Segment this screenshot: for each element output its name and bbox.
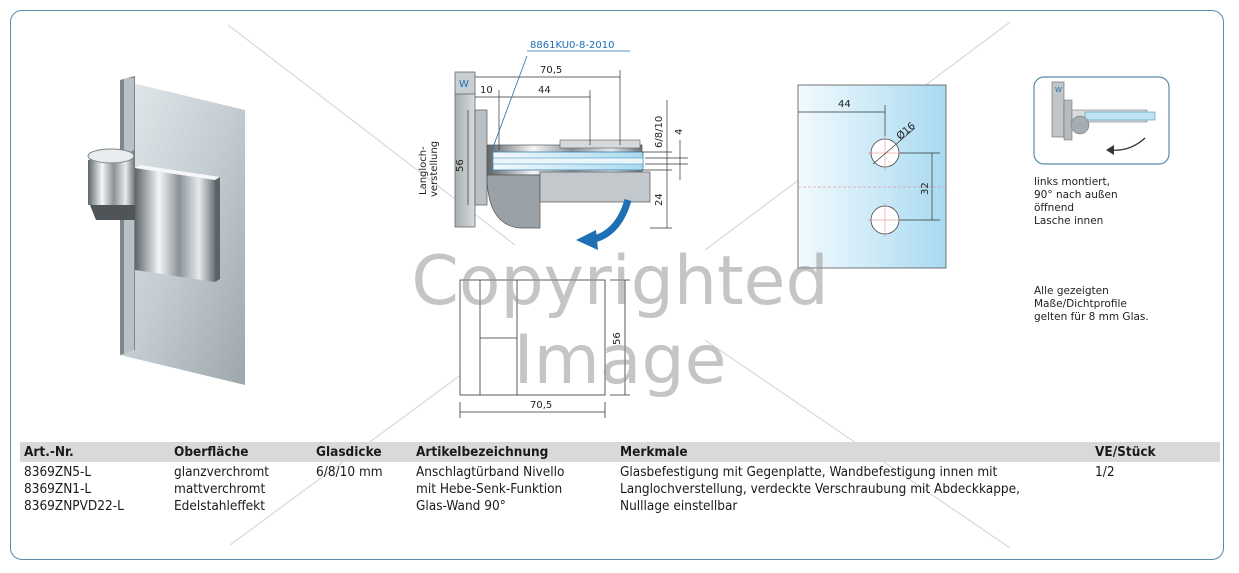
w-label: W: [459, 79, 469, 90]
slot-label-2: verstellung: [429, 141, 440, 197]
header-surface: Oberfläche: [174, 444, 249, 460]
glass-dim-44: 44: [838, 99, 851, 110]
dim-44: 44: [538, 85, 551, 96]
table-cell: Glas-Wand 90°: [416, 498, 506, 514]
mount-note-line: 90° nach außen: [1034, 189, 1118, 201]
table-cell: 8369ZNPVD22-L: [24, 498, 124, 514]
table-cell: Glasbefestigung mit Gegenplatte, Wandbef…: [620, 464, 998, 480]
table-cell: 8369ZN5-L: [24, 464, 92, 480]
dim-6-8-10: 6/8/10: [654, 116, 665, 148]
table-cell: 8369ZN1-L: [24, 481, 92, 497]
glass-column: 6/8/10 mm: [316, 464, 383, 481]
dim-4: 4: [674, 129, 685, 135]
surface-column: glanzverchromt mattverchromt Edelstahlef…: [174, 464, 269, 515]
hinge-product-image: [87, 76, 245, 385]
table-cell: Nulllage einstellbar: [620, 498, 738, 514]
side-view-drawing: W 8861KU0-8-2010 70,5 10 4: [418, 40, 688, 250]
slot-label-1: Langloch-: [418, 146, 429, 195]
mount-note-line: Lasche innen: [1034, 215, 1104, 227]
part-number-label: 8861KU0-8-2010: [530, 40, 614, 51]
table-cell: Langlochverstellung, verdeckte Verschrau…: [620, 481, 1020, 497]
glass-front-view: 44 Ø16 32: [797, 84, 947, 269]
glass-note: Alle gezeigten Maße/Dichtprofile gelten …: [1034, 285, 1149, 324]
header-features: Merkmale: [620, 444, 688, 460]
mount-w-label: W: [1055, 86, 1062, 94]
bottom-dim-70-5: 70,5: [530, 400, 552, 411]
table-cell: Edelstahleffekt: [174, 498, 265, 514]
table-header: Art.-Nr. Oberfläche Glasdicke Artikelbez…: [20, 442, 1220, 462]
dim-70-5-top: 70,5: [540, 65, 562, 76]
table-cell: 1/2: [1095, 464, 1115, 480]
content-frame: [10, 10, 1224, 560]
dim-24: 24: [654, 193, 665, 206]
glass-note-line: Maße/Dichtprofile: [1034, 298, 1127, 310]
header-art-nr: Art.-Nr.: [24, 444, 74, 460]
table-cell: glanzverchromt: [174, 464, 270, 480]
table-cell: Anschlagtürband Nivello: [416, 464, 565, 480]
art-column: 8369ZN5-L 8369ZN1-L 8369ZNPVD22-L: [24, 464, 124, 515]
product-table: Art.-Nr. Oberfläche Glasdicke Artikelbez…: [20, 442, 1220, 514]
mount-note: links montiert, 90° nach außen öffnend L…: [1034, 176, 1118, 228]
table-cell: 6/8/10 mm: [316, 464, 383, 480]
dim-10: 10: [480, 85, 493, 96]
bottom-dim-56: 56: [612, 332, 623, 345]
bottom-view-drawing: 70,5 56: [459, 279, 630, 418]
table-cell: mattverchromt: [174, 481, 266, 497]
dim-56: 56: [455, 159, 466, 172]
mount-diagram: W: [1033, 76, 1170, 165]
header-glass: Glasdicke: [316, 444, 382, 460]
header-ve: VE/Stück: [1095, 444, 1156, 460]
mount-note-line: links montiert,: [1034, 176, 1110, 188]
name-column: Anschlagtürband Nivello mit Hebe-Senk-Fu…: [416, 464, 564, 515]
glass-note-line: gelten für 8 mm Glas.: [1034, 311, 1149, 323]
header-name: Artikelbezeichnung: [416, 444, 549, 460]
ve-column: 1/2: [1095, 464, 1115, 481]
glass-dim-32: 32: [920, 182, 931, 195]
table-cell: mit Hebe-Senk-Funktion: [416, 481, 563, 497]
mount-note-line: öffnend: [1034, 202, 1075, 214]
glass-note-line: Alle gezeigten: [1034, 285, 1109, 297]
features-column: Glasbefestigung mit Gegenplatte, Wandbef…: [620, 464, 1020, 515]
